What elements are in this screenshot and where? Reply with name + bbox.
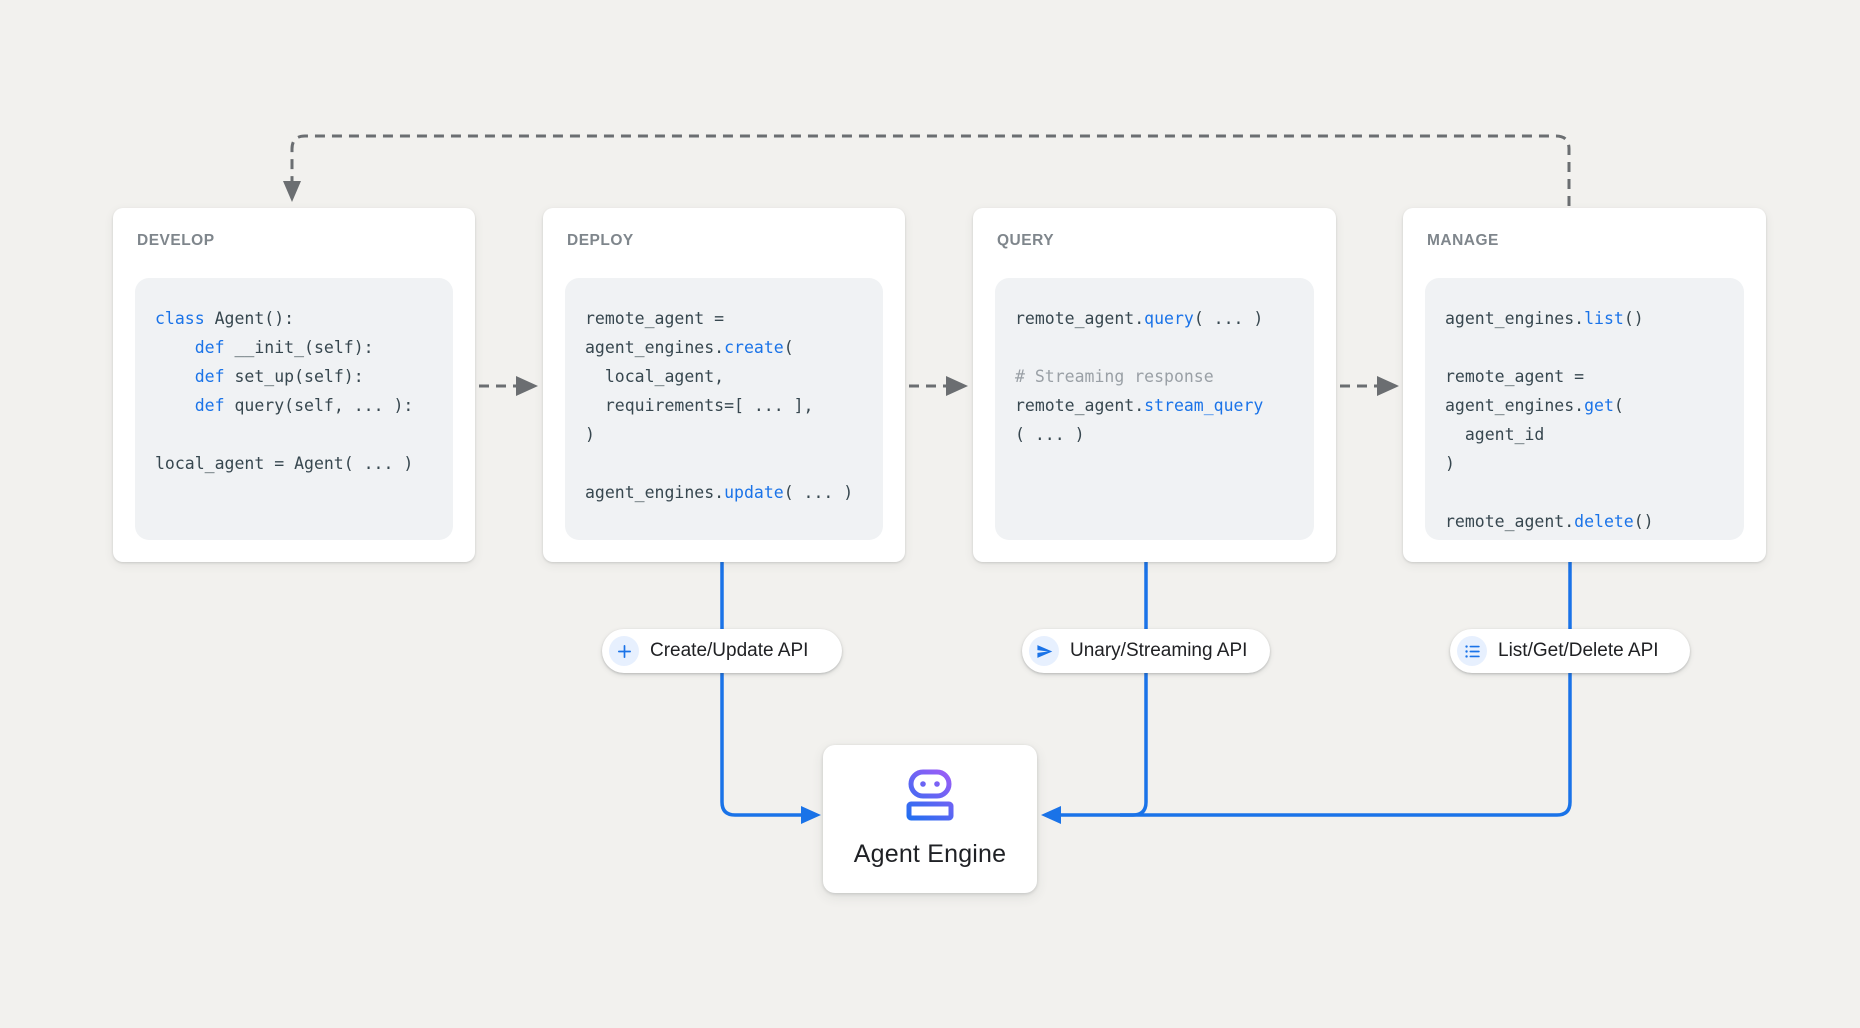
- card-title-deploy: DEPLOY: [567, 232, 634, 249]
- query-to-engine-line: [1120, 562, 1148, 817]
- pill-label: List/Get/Delete API: [1498, 640, 1659, 661]
- code-block-query: remote_agent.query( ... ) # Streaming re…: [995, 278, 1314, 540]
- pill-list-get-delete-api: List/Get/Delete API: [1450, 629, 1690, 673]
- code-block-deploy: remote_agent =agent_engines.create( loca…: [565, 278, 883, 540]
- pill-label: Unary/Streaming API: [1070, 640, 1248, 661]
- send-icon: [1029, 636, 1059, 666]
- pill-unary-streaming-api: Unary/Streaming API: [1022, 629, 1270, 673]
- deploy-to-engine-line: [720, 562, 821, 824]
- plus-icon: [609, 636, 639, 666]
- manage-to-develop-dashed-arrow: [283, 134, 1571, 206]
- card-deploy: DEPLOY remote_agent =agent_engines.creat…: [543, 208, 905, 562]
- list-icon: [1457, 636, 1487, 666]
- card-title-develop: DEVELOP: [137, 232, 215, 249]
- deploy-to-query-dashed-arrow: [909, 376, 968, 396]
- card-query: QUERY remote_agent.query( ... ) # Stream…: [973, 208, 1336, 562]
- card-title-manage: MANAGE: [1427, 232, 1499, 249]
- card-develop: DEVELOP class Agent(): def __init_(self)…: [113, 208, 475, 562]
- card-manage: MANAGE agent_engines.list() remote_agent…: [1403, 208, 1766, 562]
- robot-icon: [902, 769, 958, 826]
- manage-to-engine-line: [1041, 562, 1572, 824]
- pill-create-update-api: Create/Update API: [602, 629, 842, 673]
- agent-engine-label: Agent Engine: [853, 840, 1007, 868]
- agent-engine-node: Agent Engine: [823, 745, 1037, 893]
- code-block-manage: agent_engines.list() remote_agent =agent…: [1425, 278, 1744, 540]
- code-block-develop: class Agent(): def __init_(self): def se…: [135, 278, 453, 540]
- develop-to-deploy-dashed-arrow: [479, 376, 538, 396]
- card-title-query: QUERY: [997, 232, 1055, 249]
- pill-label: Create/Update API: [650, 640, 809, 661]
- query-to-manage-dashed-arrow: [1340, 376, 1399, 396]
